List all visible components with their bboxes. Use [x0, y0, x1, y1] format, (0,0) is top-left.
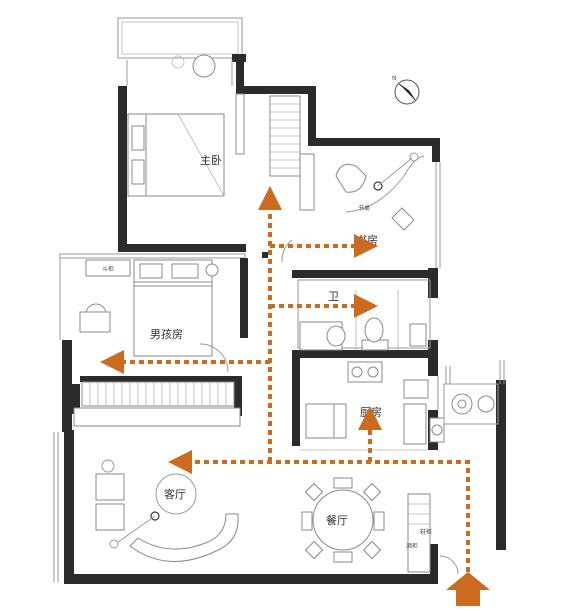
master-balcony	[117, 17, 243, 59]
dining-room: 餐厅	[301, 477, 385, 563]
corridor-wardrobe	[73, 381, 241, 427]
entry-arrow-icon	[446, 572, 490, 606]
coffee-table	[155, 473, 197, 515]
north-arrow-icon	[399, 84, 415, 100]
dining-table	[312, 489, 374, 551]
kitchen: 厨房	[300, 361, 445, 451]
dining-room-label: 餐厅	[326, 513, 348, 527]
armchair	[192, 54, 216, 78]
bathroom: 卫	[297, 279, 431, 351]
circulation-routes	[100, 186, 470, 572]
compass: N	[392, 75, 420, 105]
compass-north-label: N	[392, 75, 397, 82]
fridge	[305, 403, 335, 439]
wine-cabinet-label: 酒柜	[406, 542, 418, 550]
bathroom-label: 卫	[328, 290, 339, 303]
study-desk-label: 书桌	[358, 204, 370, 212]
boys-room-label: 男孩房	[150, 328, 183, 341]
study-label: 书房	[356, 234, 378, 247]
boys-room: 斗柜 男孩房	[79, 259, 229, 373]
entry-cabinet-label: 鞋柜	[420, 528, 432, 536]
walls	[59, 54, 506, 584]
master-bedroom-label: 主卧	[200, 154, 222, 167]
entry-arrow	[446, 572, 490, 606]
chest-label: 斗柜	[102, 265, 114, 273]
windows	[53, 60, 441, 582]
route-entry-to-living	[168, 450, 470, 572]
kitchen-label: 厨房	[360, 406, 382, 419]
curved-sofa	[129, 513, 239, 562]
utility-area	[443, 360, 505, 425]
master-bedroom: 主卧	[127, 54, 315, 211]
armchair-left-1	[95, 473, 125, 501]
living-room-label: 客厅	[164, 487, 186, 501]
study: 书桌 书房	[281, 152, 425, 263]
chest-of-drawers	[85, 259, 131, 277]
entry-cabinet: 鞋柜 酒柜	[406, 493, 459, 575]
toilet	[364, 317, 384, 343]
living-room: 客厅	[95, 459, 239, 562]
study-chair	[335, 163, 367, 193]
armchair-left-2	[95, 503, 125, 531]
